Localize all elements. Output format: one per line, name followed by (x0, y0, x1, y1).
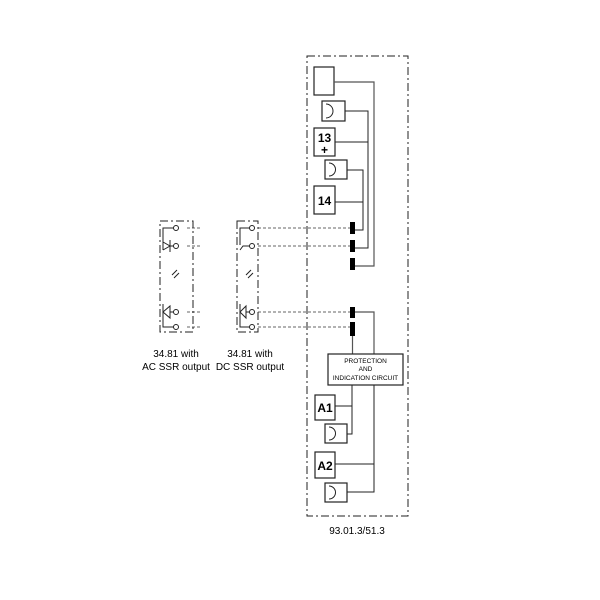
ac-module-label: 34.81 with (153, 349, 199, 360)
dc-module-label: 34.81 with (227, 349, 273, 360)
svg-text:A2: A2 (317, 459, 333, 473)
terminal-a2: A2 (314, 451, 336, 479)
pin-icon (350, 258, 355, 270)
svg-text:A1: A1 (317, 401, 333, 415)
ac-ssr-module (159, 220, 194, 333)
pin-icon (350, 307, 355, 318)
pin-icon (350, 322, 355, 336)
dc-module-label: DC SSR output (216, 362, 285, 373)
pin-icon (350, 240, 355, 252)
terminal-14: 14 (313, 185, 336, 215)
svg-text:+: + (321, 143, 328, 157)
svg-text:AND: AND (359, 366, 373, 373)
socket-contact-icon (324, 423, 348, 444)
empty-terminal-box (313, 66, 335, 96)
led-icon (245, 269, 254, 279)
socket-contact-icon (324, 159, 348, 180)
terminal-13: 13 + (313, 127, 336, 157)
socket-label: 93.01.3/51.3 (329, 526, 385, 537)
socket-contact-icon (321, 100, 346, 122)
socket-outline (306, 55, 409, 517)
terminal-a1: A1 (314, 394, 336, 421)
svg-text:13: 13 (318, 131, 332, 145)
protection-indication-circuit: PROTECTION AND INDICATION CIRCUIT (327, 353, 404, 386)
ac-module-label: AC SSR output (142, 362, 210, 373)
svg-text:PROTECTION: PROTECTION (344, 358, 387, 365)
pin-icon (350, 222, 355, 234)
svg-text:14: 14 (318, 194, 332, 208)
led-icon (171, 269, 180, 279)
socket-contact-icon (324, 482, 348, 503)
dc-ssr-module (236, 220, 259, 333)
svg-text:INDICATION CIRCUIT: INDICATION CIRCUIT (333, 375, 398, 382)
